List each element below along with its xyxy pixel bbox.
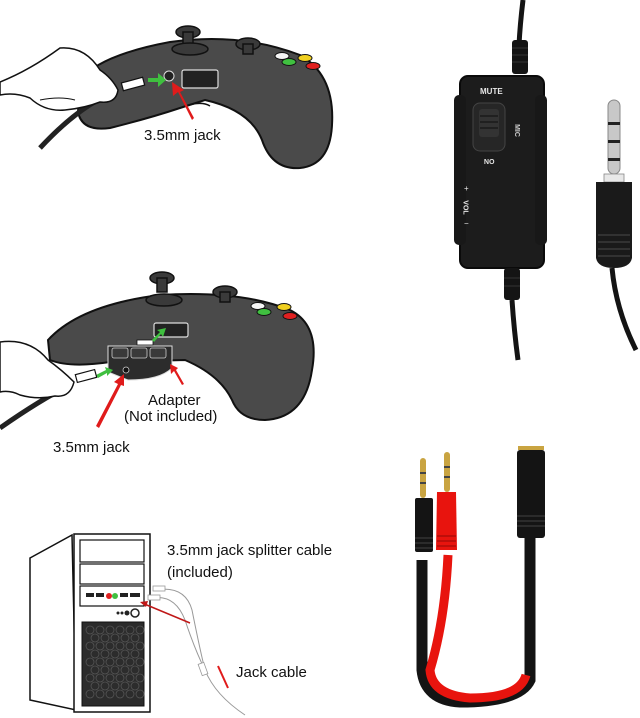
jack-label: 3.5mm jack (144, 127, 221, 144)
splitter-cable-photo (415, 446, 545, 708)
adapter-label: Adapter (148, 392, 201, 409)
mic-label: MIC (512, 124, 520, 137)
inline-remote-photo (454, 0, 639, 361)
vol-minus-label: − (464, 219, 469, 228)
panel-splitter-cable (400, 440, 640, 718)
on-label: ON (484, 157, 495, 164)
adapter-not-included-label: (Not included) (124, 408, 218, 425)
pc-tower-illustration (29, 533, 246, 716)
mute-label: MUTE (480, 87, 503, 96)
jack-cable-label: Jack cable (236, 664, 307, 681)
jack-label: 3.5mm jack (53, 439, 130, 456)
splitter-included-label: (included) (167, 564, 233, 581)
vol-label: VOL (461, 200, 469, 215)
xbox-controller-illustration (0, 25, 334, 170)
panel-inline-control: MUTE MIC ON + VOL − (440, 0, 640, 361)
panel-xbox-adapter: Adapter (Not included) 3.5mm jack (0, 250, 340, 470)
panel-xbox-direct: 3.5mm jack (0, 0, 340, 170)
panel-pc: 3.5mm jack splitter cable (included) Jac… (0, 500, 370, 718)
vol-plus-label: + (464, 184, 469, 193)
xbox-controller-adapter-illustration (0, 271, 315, 431)
splitter-cable-label: 3.5mm jack splitter cable (167, 542, 333, 559)
